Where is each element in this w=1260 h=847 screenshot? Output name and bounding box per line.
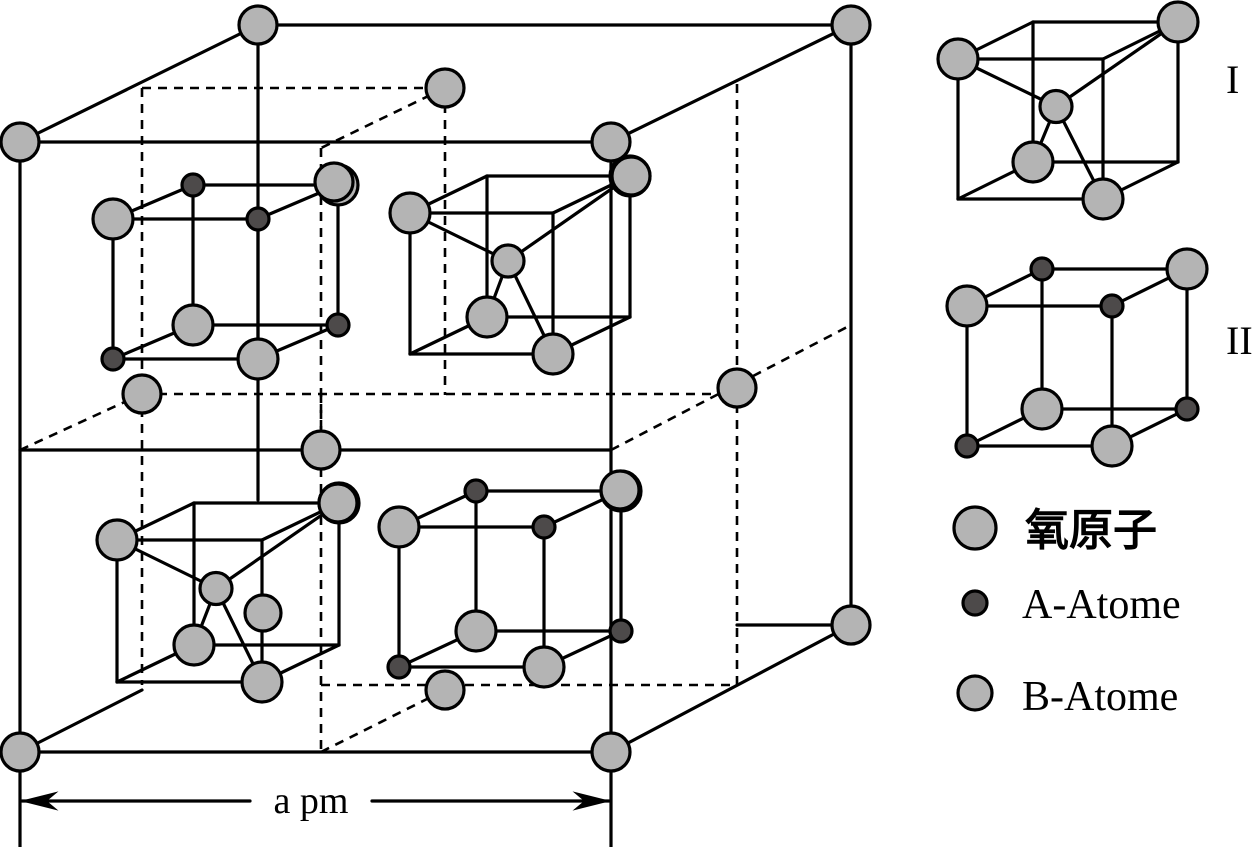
legend-b-atom-symbol bbox=[956, 674, 994, 712]
unit-cell-face-atom bbox=[610, 155, 652, 197]
oxygen-atom bbox=[91, 197, 135, 241]
unit-cell-corner-atom bbox=[0, 731, 41, 773]
hidden-edges bbox=[19, 84, 852, 754]
oxygen-atom bbox=[388, 191, 432, 235]
bond bbox=[214, 501, 341, 591]
oxygen-atom bbox=[945, 284, 989, 328]
bond bbox=[1054, 20, 1180, 109]
legend: 氧原子 A-Atome B-Atome bbox=[952, 505, 1181, 720]
dimension-label: a pm bbox=[274, 780, 349, 822]
subcell-label-I: I bbox=[1226, 57, 1239, 102]
oxygen-atom bbox=[531, 332, 575, 376]
legend-oxygen-symbol bbox=[952, 505, 998, 551]
unit-cell-face-atom bbox=[424, 669, 466, 711]
unit-cell-corner-atom bbox=[830, 604, 872, 646]
legend-a-atom-label: A-Atome bbox=[1022, 582, 1181, 628]
a-atom bbox=[1029, 256, 1055, 282]
a-atom bbox=[100, 346, 126, 372]
a-atom bbox=[180, 172, 206, 198]
oxygen-atom bbox=[240, 660, 284, 704]
dimension-indicator: a pm bbox=[20, 780, 611, 822]
b-atom bbox=[243, 593, 283, 633]
b-atom bbox=[490, 243, 526, 279]
subcube-top-left-II bbox=[91, 163, 360, 381]
a-atom bbox=[463, 478, 489, 504]
unit-cell-face-atom bbox=[317, 482, 359, 524]
a-atom bbox=[325, 312, 351, 338]
a-atom bbox=[386, 654, 412, 680]
oxygen-atom bbox=[1165, 247, 1209, 291]
oxygen-atom bbox=[236, 337, 280, 381]
reference-cube-I bbox=[936, 0, 1200, 221]
unit-cell-face-atom bbox=[716, 367, 758, 409]
subcube-bottom-right-II bbox=[377, 469, 643, 689]
a-atom bbox=[245, 206, 271, 232]
subcube-bottom-left-I bbox=[95, 481, 361, 704]
oxygen-atom bbox=[465, 295, 509, 339]
a-atom bbox=[954, 433, 980, 459]
oxygen-atom bbox=[1156, 0, 1200, 44]
unit-cell-face-atom bbox=[121, 373, 163, 415]
legend-oxygen-label: 氧原子 bbox=[1025, 505, 1157, 556]
a-atom bbox=[1174, 396, 1200, 422]
bond bbox=[506, 174, 632, 263]
unit-cell-corner-atom bbox=[830, 4, 872, 46]
oxygen-atom bbox=[454, 609, 498, 653]
oxygen-atom bbox=[522, 645, 566, 689]
legend-a-atom-symbol bbox=[961, 589, 989, 617]
oxygen-atom bbox=[1090, 424, 1134, 468]
oxygen-atom bbox=[1081, 177, 1125, 221]
oxygen-atom bbox=[936, 37, 980, 81]
a-atom bbox=[531, 514, 557, 540]
oxygen-atom bbox=[1020, 387, 1064, 431]
oxygen-atom bbox=[171, 303, 215, 347]
unit-cell-corner-atom bbox=[237, 4, 279, 46]
unit-cell-atoms bbox=[0, 4, 872, 773]
reference-cube-II bbox=[945, 247, 1209, 468]
unit-cell-face-atom bbox=[424, 67, 466, 109]
a-atom bbox=[608, 618, 634, 644]
unit-cell-face-atom bbox=[599, 469, 641, 511]
subcell-label-II: II bbox=[1226, 318, 1253, 363]
b-atom bbox=[1038, 88, 1074, 125]
unit-cell-corner-atom bbox=[0, 121, 41, 163]
visible-edges bbox=[18, 23, 853, 847]
oxygen-atom bbox=[377, 505, 421, 549]
unit-cell-corner-atom bbox=[590, 731, 632, 773]
unit-cell-corner-atom bbox=[590, 121, 632, 163]
oxygen-atom bbox=[1011, 140, 1055, 184]
legend-b-atom-label: B-Atome bbox=[1022, 674, 1178, 720]
unit-cell-face-atom bbox=[313, 161, 355, 203]
unit-cell bbox=[18, 23, 853, 847]
a-atom bbox=[1099, 293, 1125, 319]
oxygen-atom bbox=[172, 623, 216, 667]
b-atom bbox=[198, 570, 234, 607]
oxygen-atom bbox=[95, 518, 139, 562]
unit-cell-face-atom bbox=[300, 429, 342, 471]
